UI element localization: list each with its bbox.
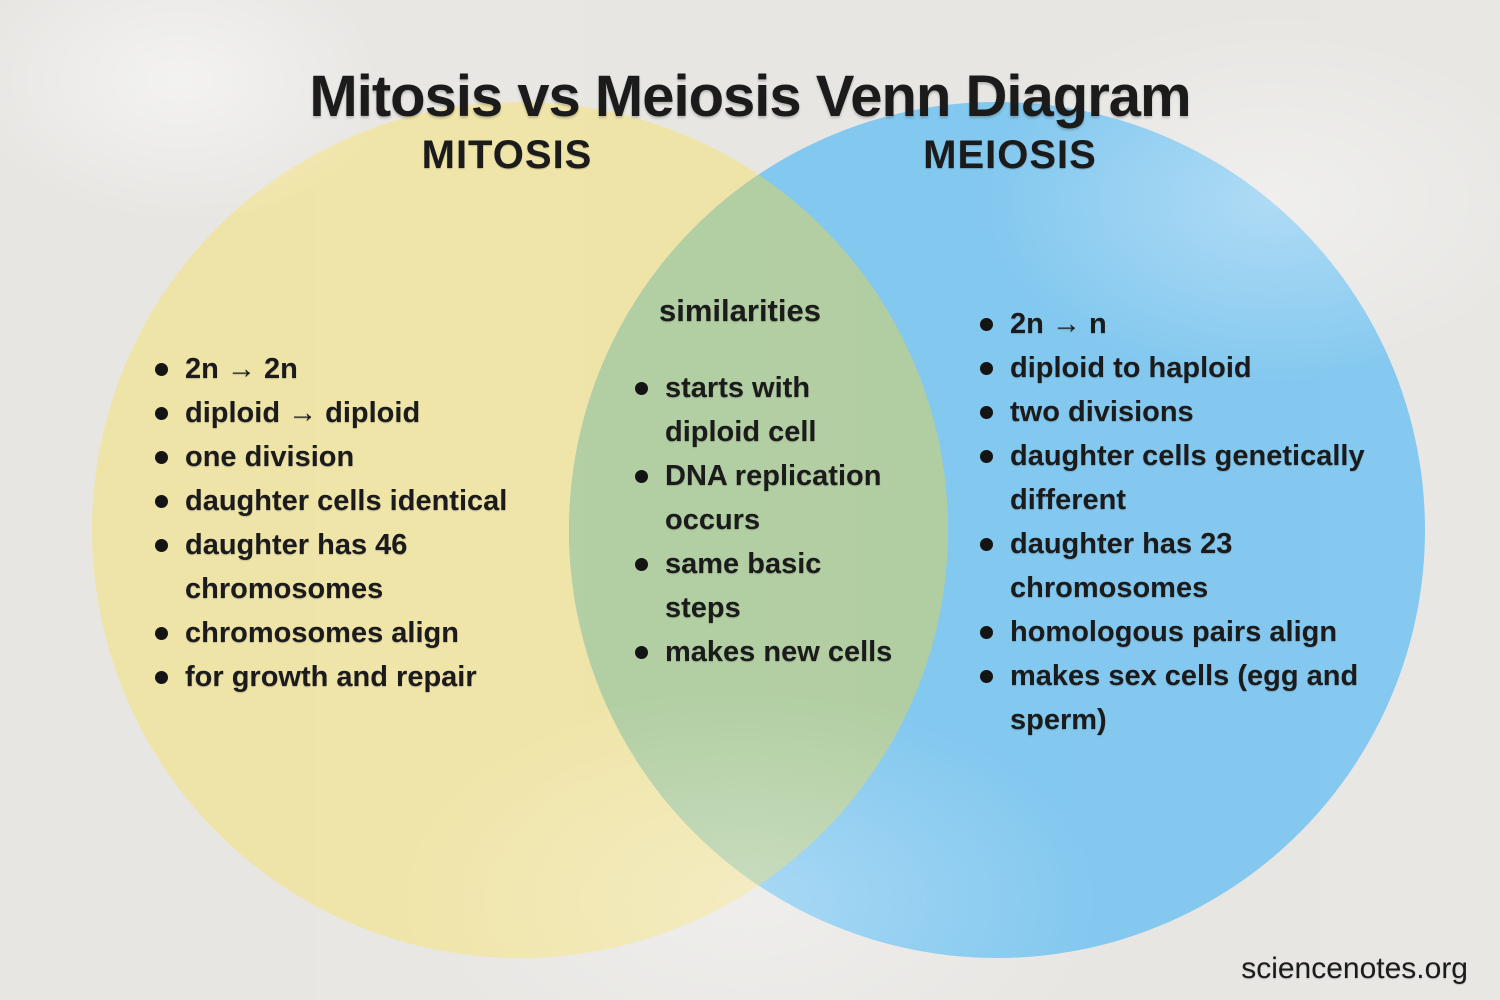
similarities-heading: similarities xyxy=(659,293,821,328)
list-item: daughter has 23 chromosomes xyxy=(980,522,1442,610)
bullet-icon xyxy=(635,646,648,659)
list-item: daughter cells genetically different xyxy=(980,434,1442,522)
bullet-icon xyxy=(635,558,648,571)
list-item: one division xyxy=(155,435,600,479)
mitosis-label: MITOSIS xyxy=(421,133,593,177)
list-item: chromosomes align xyxy=(155,611,600,655)
list-item: for growth and repair xyxy=(155,655,600,699)
list-item: daughter cells identical xyxy=(155,479,600,523)
list-item-text: two divisions xyxy=(1010,396,1194,428)
mitosis-list: 2n → 2n diploid → diploid one division d… xyxy=(155,347,600,699)
meiosis-list: 2n → n diploid to haploid two divisions … xyxy=(980,302,1442,742)
list-item: daughter has 46 chromosomes xyxy=(155,523,600,611)
list-item-text: daughter cells identical xyxy=(185,485,508,517)
bullet-icon xyxy=(980,538,993,551)
list-item: diploid → diploid xyxy=(155,391,600,435)
list-item: 2n → 2n xyxy=(155,347,600,391)
meiosis-label: MEIOSIS xyxy=(923,133,1097,177)
page-title: Mitosis vs Meiosis Venn Diagram xyxy=(309,63,1191,129)
bullet-icon xyxy=(155,495,168,508)
bullet-icon xyxy=(155,539,168,552)
bullet-icon xyxy=(635,470,648,483)
bullet-icon xyxy=(155,451,168,464)
list-item-text: diploid to haploid xyxy=(1010,352,1252,384)
bullet-icon xyxy=(980,406,993,419)
bullet-icon xyxy=(155,627,168,640)
bullet-icon xyxy=(980,450,993,463)
bullet-icon xyxy=(155,671,168,684)
bullet-icon xyxy=(980,362,993,375)
attribution-text: sciencenotes.org xyxy=(1241,952,1468,985)
bullet-icon xyxy=(980,318,993,331)
list-item-text: DNA replication occurs xyxy=(665,460,882,536)
list-item-text: makes sex cells (egg and sperm) xyxy=(1010,660,1359,736)
list-item: 2n → n xyxy=(980,302,1442,346)
list-item-text: makes new cells xyxy=(665,636,893,668)
bullet-icon xyxy=(980,670,993,683)
list-item: DNA replication occurs xyxy=(635,454,935,542)
list-item-text: daughter cells genetically different xyxy=(1010,440,1365,516)
list-item-text: daughter has 23 chromosomes xyxy=(1010,528,1233,604)
list-item: makes sex cells (egg and sperm) xyxy=(980,654,1442,742)
list-item-text: same basic steps xyxy=(665,548,822,624)
list-item: makes new cells xyxy=(635,630,935,674)
bullet-icon xyxy=(155,363,168,376)
list-item-text: diploid → diploid xyxy=(185,397,421,429)
bullet-icon xyxy=(980,626,993,639)
list-item-text: daughter has 46 chromosomes xyxy=(185,529,408,605)
list-item: starts with diploid cell xyxy=(635,366,935,454)
list-item-text: chromosomes align xyxy=(185,617,459,649)
list-item-text: one division xyxy=(185,441,355,473)
list-item: homologous pairs align xyxy=(980,610,1442,654)
list-item-text: 2n → n xyxy=(1010,308,1107,340)
list-item: diploid to haploid xyxy=(980,346,1442,390)
bullet-icon xyxy=(635,382,648,395)
list-item-text: homologous pairs align xyxy=(1010,616,1338,648)
list-item-text: starts with diploid cell xyxy=(665,372,817,448)
similarities-list: starts with diploid cell DNA replication… xyxy=(635,366,935,674)
list-item: two divisions xyxy=(980,390,1442,434)
list-item-text: for growth and repair xyxy=(185,661,477,693)
list-item: same basic steps xyxy=(635,542,935,630)
list-item-text: 2n → 2n xyxy=(185,353,298,385)
bullet-icon xyxy=(155,407,168,420)
